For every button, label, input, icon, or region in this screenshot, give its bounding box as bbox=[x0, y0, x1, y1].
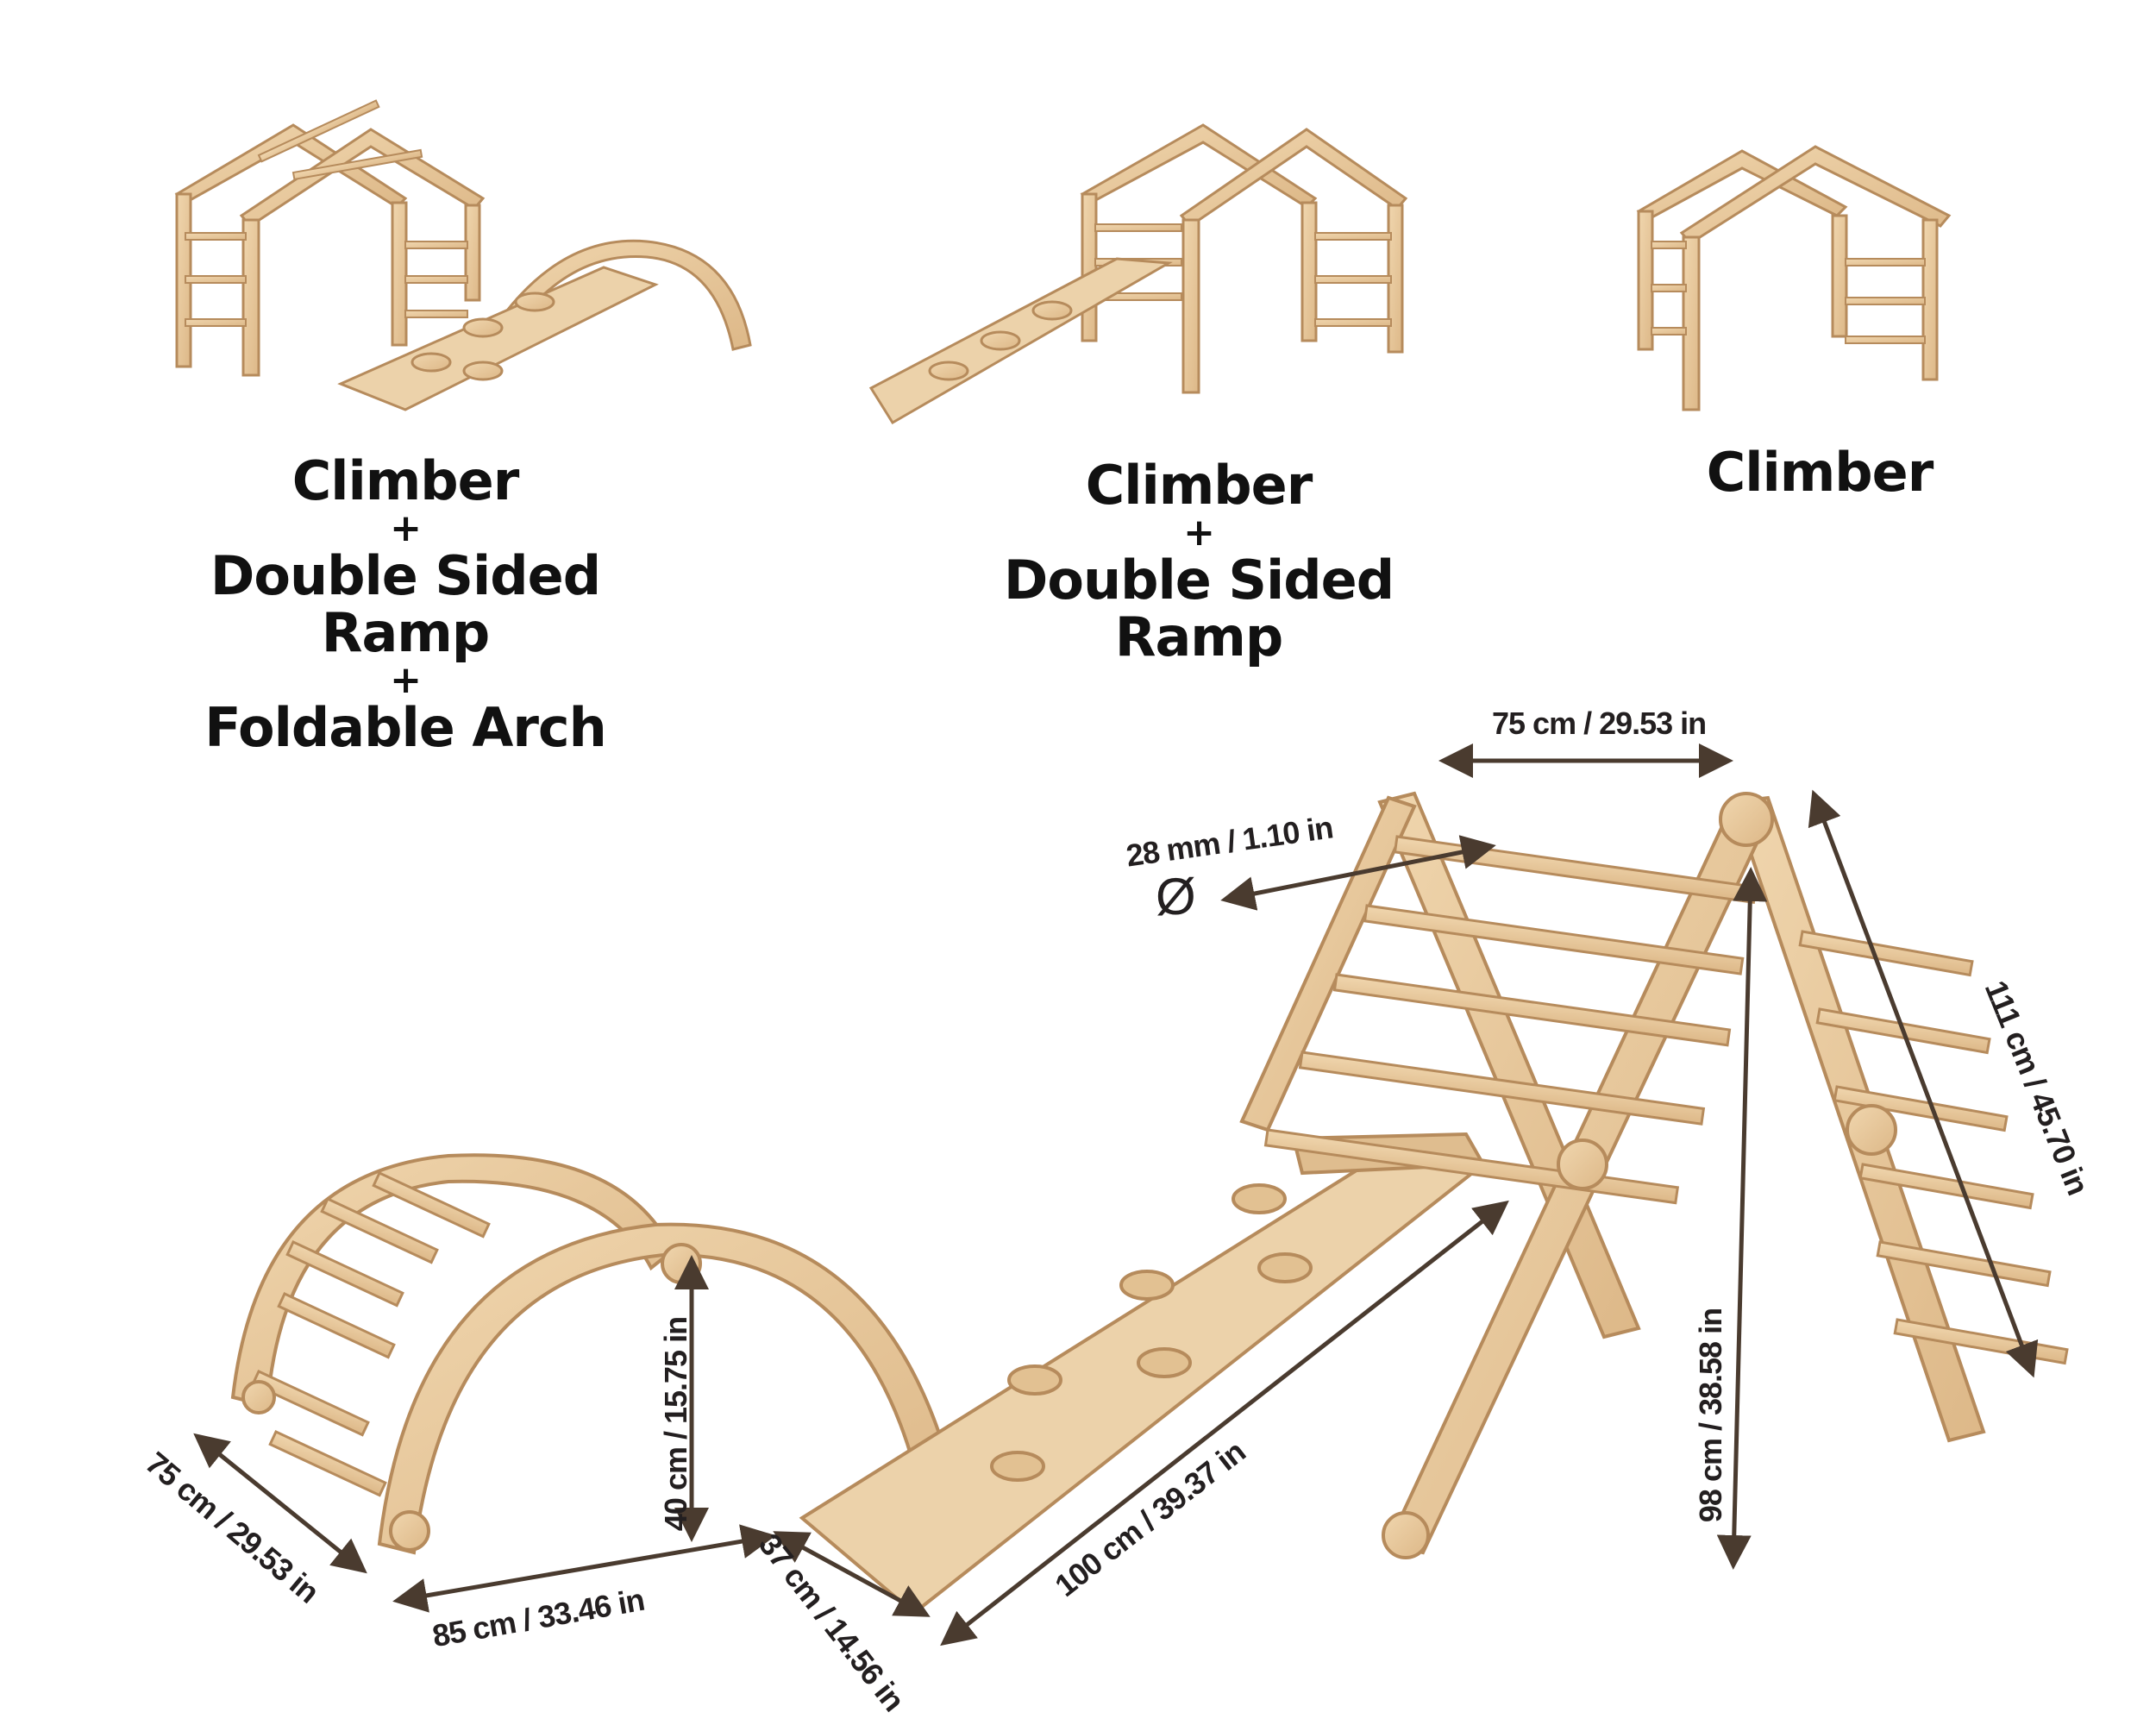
thumb-climber-ramp bbox=[868, 123, 1408, 425]
arrow-arch-width bbox=[193, 1433, 367, 1574]
arrow-arch-length bbox=[392, 1524, 776, 1613]
thumb-climber-ramp-arch bbox=[174, 99, 752, 411]
arrow-ramp-length bbox=[940, 1200, 1509, 1647]
caption-plus: + bbox=[390, 658, 422, 702]
caption-line: Double Sided Ramp bbox=[210, 544, 601, 664]
caption-plus: + bbox=[390, 506, 422, 550]
arrow-side-length bbox=[1808, 789, 2039, 1378]
arrow-height bbox=[1716, 867, 1768, 1570]
caption-line: Foldable Arch bbox=[204, 696, 607, 759]
caption-line: Double Sided Ramp bbox=[1003, 549, 1395, 668]
dim-top-width: 75 cm / 29.53 in bbox=[1492, 706, 1707, 741]
dim-height: 98 cm / 38.58 in bbox=[1693, 1308, 1729, 1523]
caption-plus: + bbox=[1183, 511, 1215, 555]
arch-illustration bbox=[230, 1153, 947, 1555]
caption-line: Climber bbox=[1706, 441, 1934, 504]
arrow-ramp-width bbox=[773, 1531, 931, 1617]
diameter-icon: Ø bbox=[1156, 868, 1196, 925]
caption-climber-ramp: Climber + Double Sided Ramp bbox=[931, 457, 1466, 666]
caption-line: Climber bbox=[291, 449, 520, 512]
dim-arch-height: 40 cm / 15.75 in bbox=[658, 1316, 694, 1532]
thumb-climber bbox=[1636, 145, 1952, 411]
caption-climber-ramp-arch: Climber + Double Sided Ramp + Foldable A… bbox=[138, 453, 673, 756]
caption-line: Climber bbox=[1085, 454, 1313, 517]
dimension-arrows bbox=[193, 743, 2039, 1647]
caption-climber: Climber bbox=[1639, 444, 2001, 501]
arrow-rung-diameter bbox=[1220, 835, 1496, 911]
